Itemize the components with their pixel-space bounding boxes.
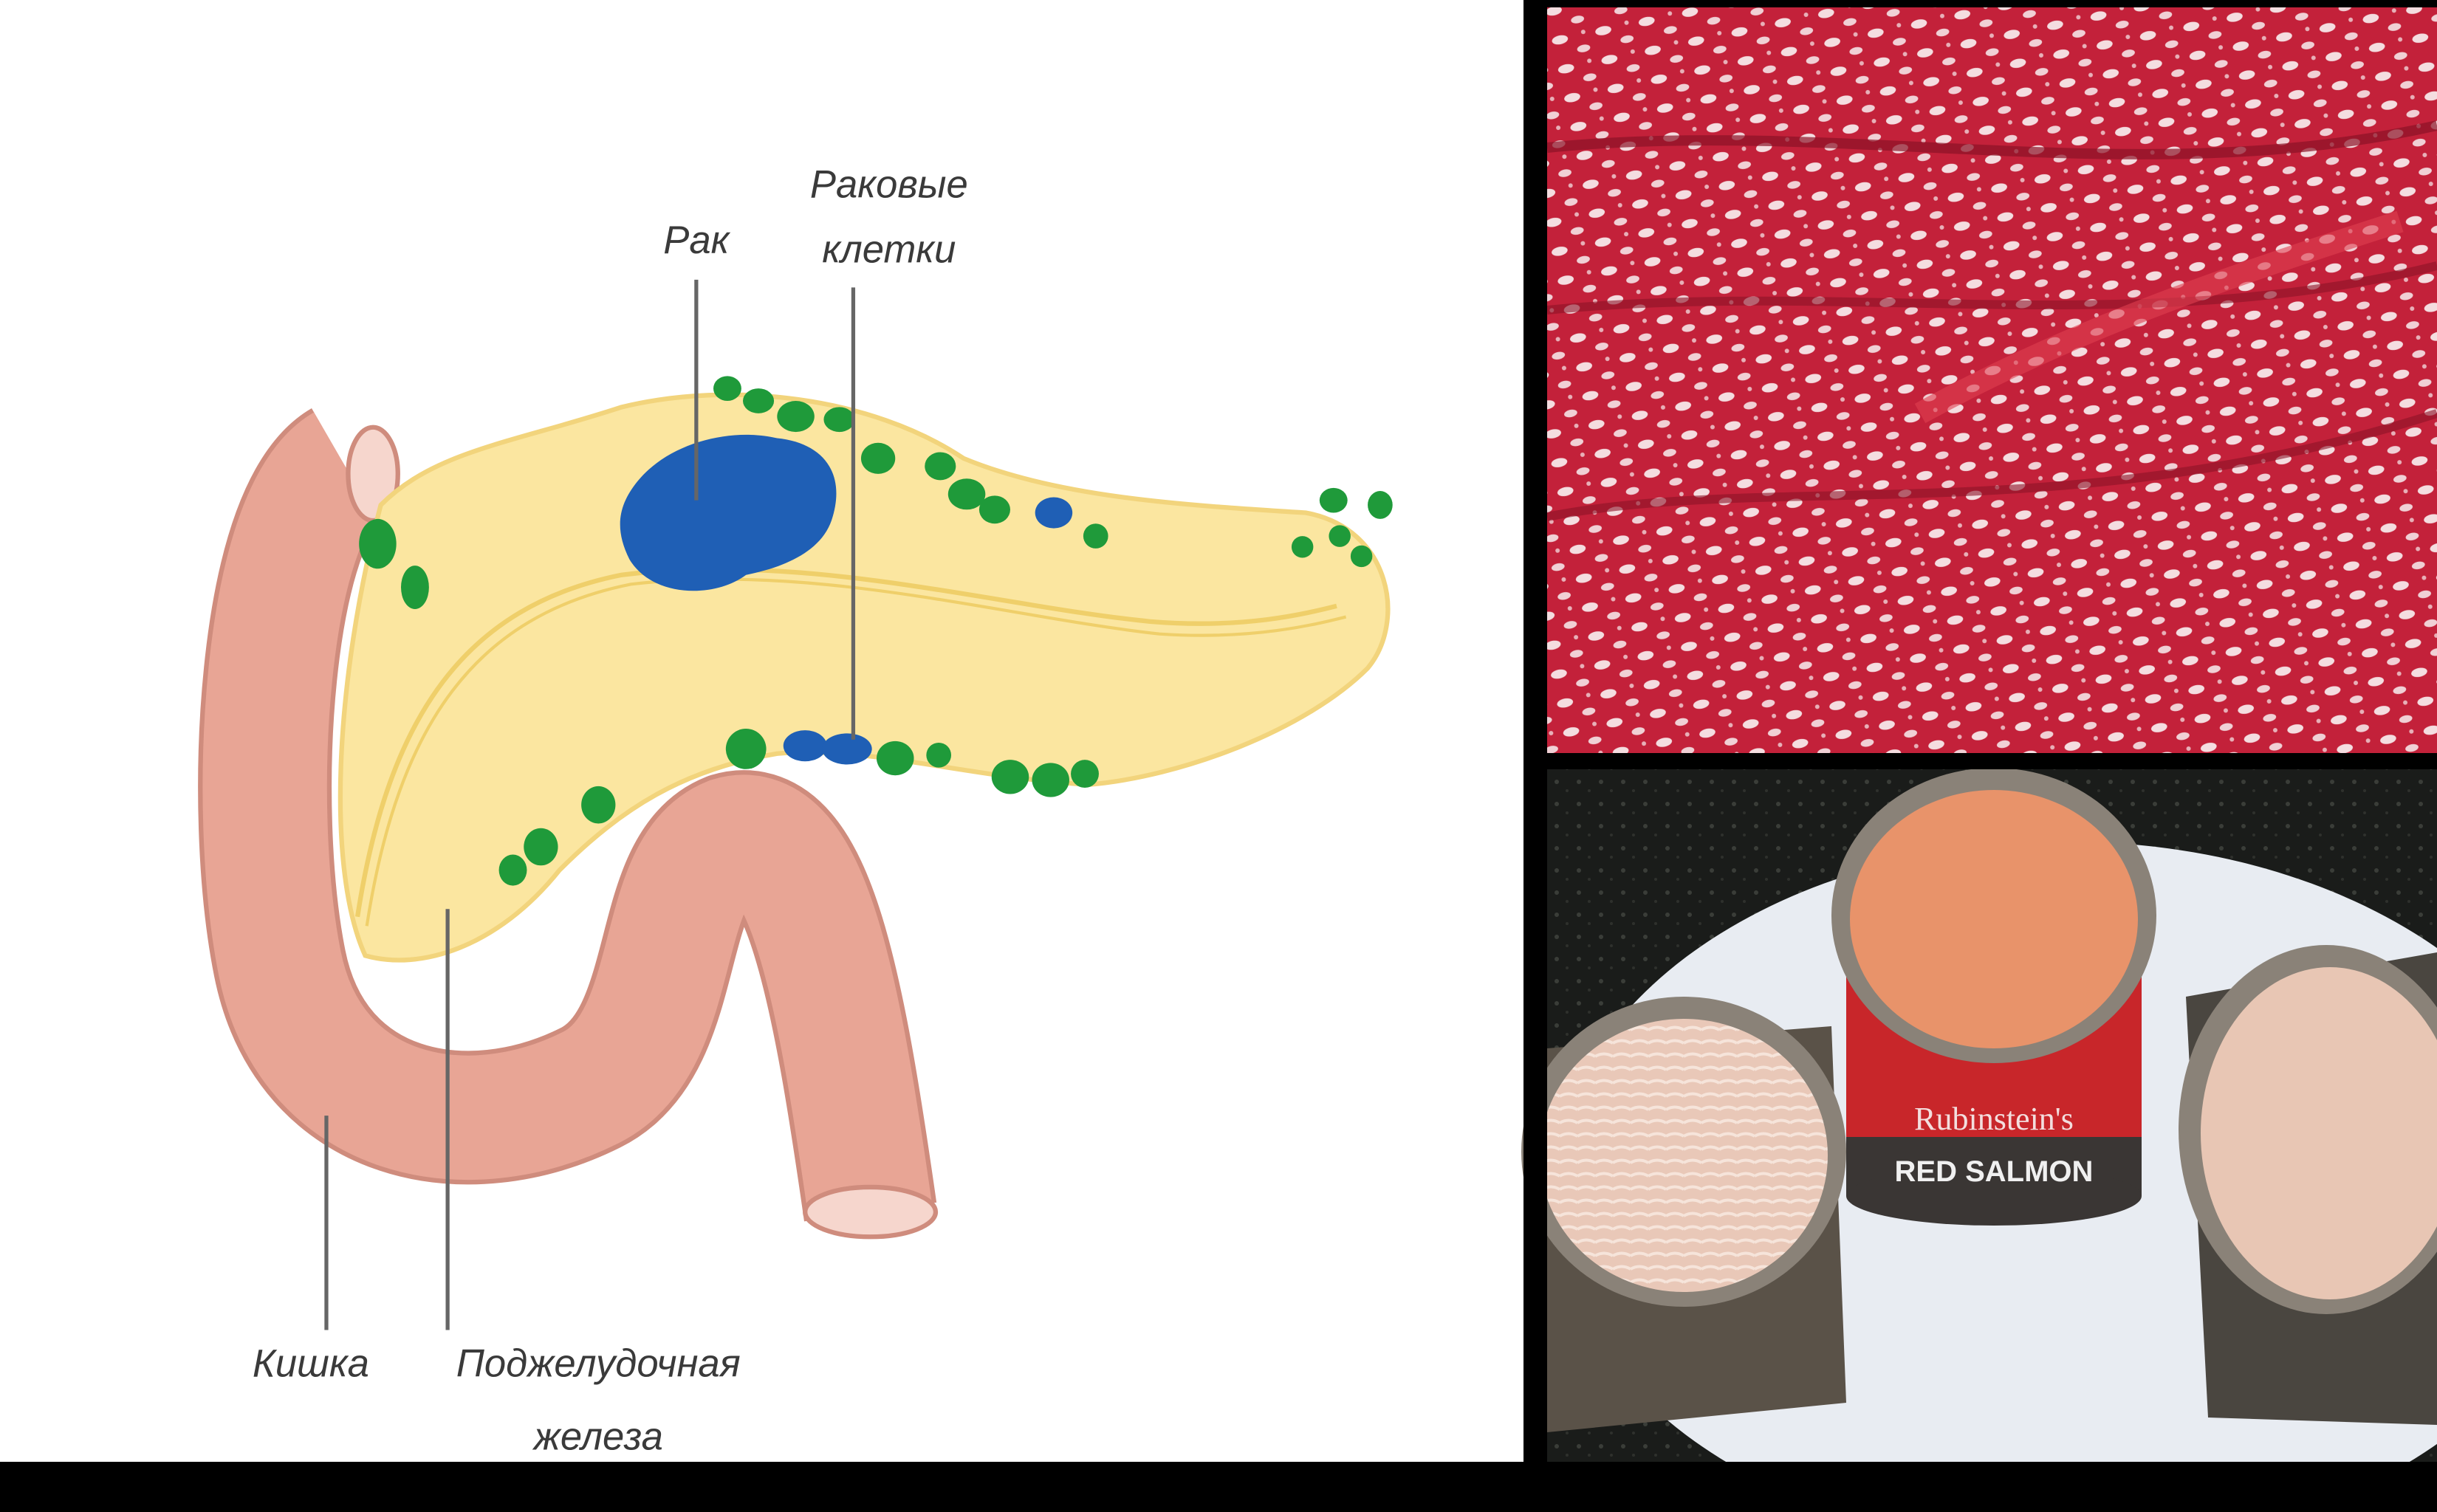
tumor: [620, 434, 837, 591]
label-cancer: Рак: [663, 219, 730, 262]
label-intestine: Кишка: [253, 1342, 369, 1386]
lymph-nodes: [359, 376, 1393, 886]
can-product: RED SALMON: [1895, 1155, 2094, 1188]
salami-photo: [1546, 7, 2437, 753]
can-brand: Rubinstein's: [1914, 1101, 2074, 1137]
label-pancreas-line2: железа: [532, 1415, 663, 1459]
bottom-bar: [0, 1462, 2437, 1512]
panel-divider: [1523, 0, 1547, 1512]
label-pancreas-line1: Поджелудочная: [456, 1342, 741, 1386]
canned-fish-photo: Rubinstein's RED SALMON: [1521, 768, 2437, 1512]
label-cancer-cells-line1: Раковые: [810, 162, 968, 206]
label-cancer-cells-line2: клетки: [822, 228, 956, 272]
photo-divider: [1547, 753, 2437, 769]
pancreas-diagram: Рак Раковые клетки Кишка Поджелудочная ж…: [198, 162, 1393, 1459]
